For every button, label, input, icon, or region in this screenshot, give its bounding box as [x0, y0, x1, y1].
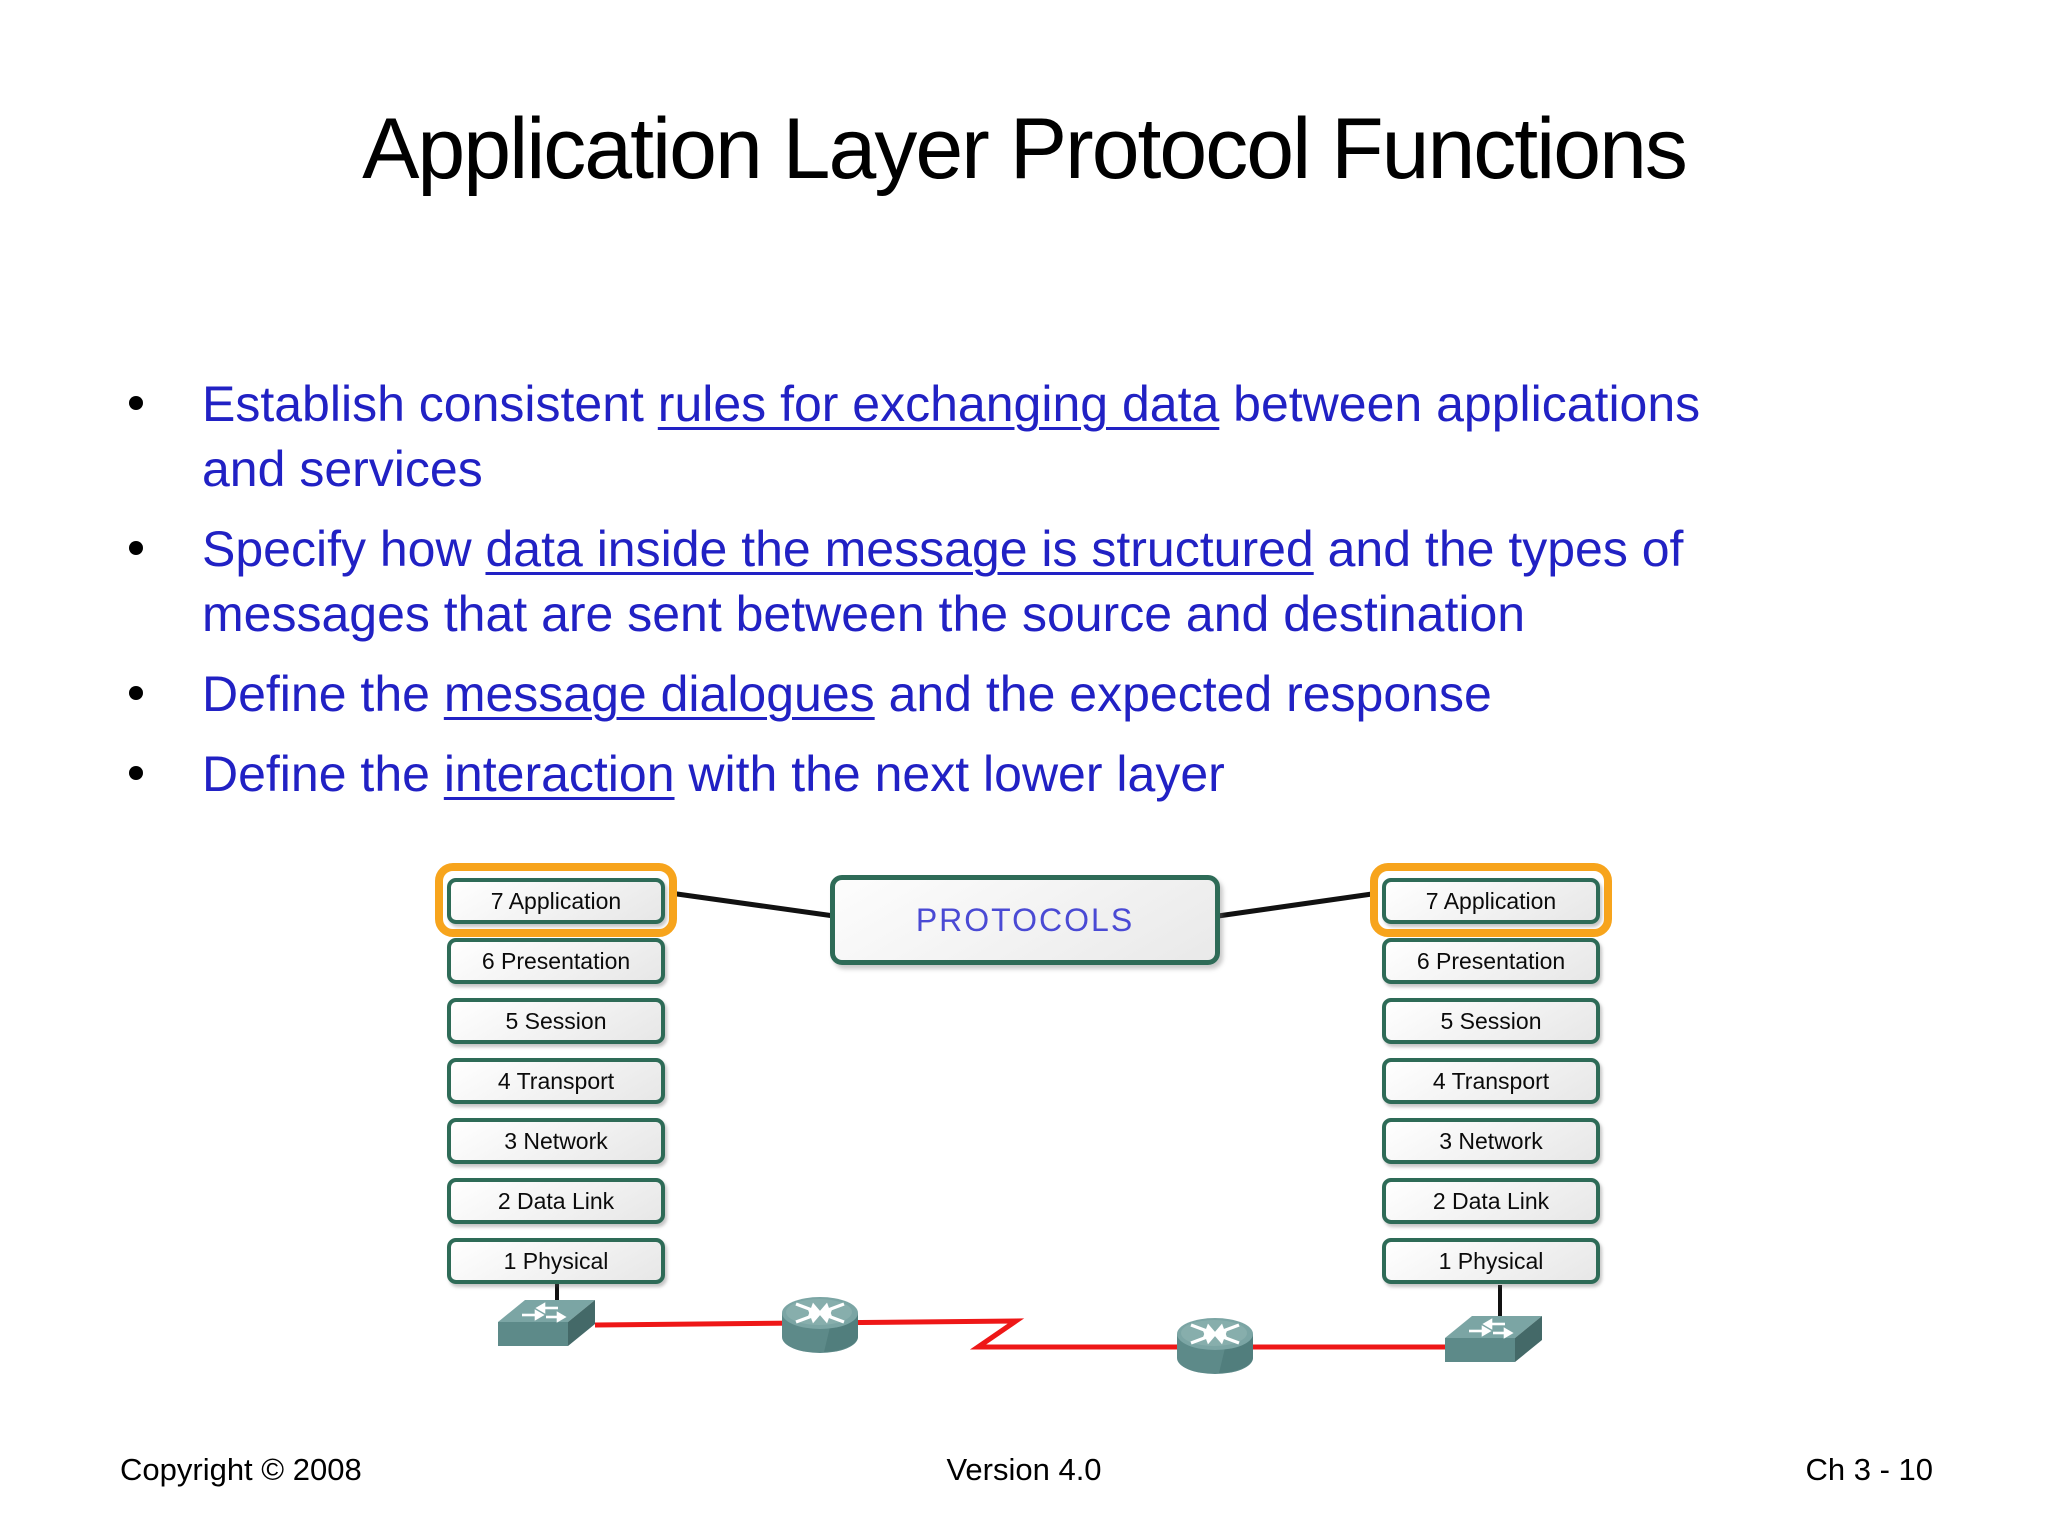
osi-stack-left: 7 Application 6 Presentation 5 Session 4 Tr…: [447, 878, 665, 1284]
bullet-text: between applications and services: [202, 376, 1701, 497]
bullet-item: Establish consistent rules for exchangin…: [127, 372, 1937, 502]
osi-layer-box: 1 Physical: [447, 1238, 665, 1284]
application-layer-highlight: [435, 863, 677, 937]
bullet-item: Define the interaction with the next low…: [127, 742, 1937, 807]
switch-icon: [1443, 1314, 1544, 1364]
underlined-phrase: data inside the message is structured: [485, 521, 1314, 577]
switch-icon: [496, 1298, 597, 1348]
footer-page-number: Ch 3 - 10: [1805, 1452, 1933, 1487]
bullet-text: Define the: [202, 746, 444, 802]
osi-protocols-diagram: 7 Application 6 Presentation 5 Session 4 Tr…: [420, 855, 1650, 1415]
osi-layer-box: 1 Physical: [1382, 1238, 1600, 1284]
bullet-item: Specify how data inside the message is s…: [127, 517, 1937, 647]
footer-copyright: Copyright © 2008: [120, 1452, 362, 1487]
network-link-line: [594, 1318, 1445, 1350]
osi-layer-box: 2 Data Link: [1382, 1178, 1600, 1224]
router-icon: [1175, 1316, 1255, 1376]
connector-line-left: [674, 891, 837, 919]
bullet-list: Establish consistent rules for exchangin…: [127, 372, 1937, 822]
bullet-text: and the types of messages that are sent …: [202, 521, 1684, 642]
osi-layer-box: 4 Transport: [1382, 1058, 1600, 1104]
application-layer-highlight: [1370, 863, 1612, 937]
osi-layer-box: 5 Session: [1382, 998, 1600, 1044]
underlined-phrase: message dialogues: [443, 666, 875, 722]
bullet-text: Specify how: [202, 521, 486, 577]
diagram-graphics: [496, 891, 1544, 1376]
bullet-text: and the expected response: [874, 666, 1492, 722]
osi-layer-box: 2 Data Link: [447, 1178, 665, 1224]
osi-layer-box: 6 Presentation: [447, 938, 665, 984]
osi-layer-box: 4 Transport: [447, 1058, 665, 1104]
bullet-item: Define the message dialogues and the exp…: [127, 662, 1937, 727]
osi-layer-box: 6 Presentation: [1382, 938, 1600, 984]
slide-title: Application Layer Protocol Functions: [362, 101, 1688, 197]
bullet-text: Define the: [202, 666, 444, 722]
footer-version: Version 4.0: [946, 1452, 1102, 1487]
osi-layer-box: 3 Network: [1382, 1118, 1600, 1164]
protocols-label: PROTOCOLS: [915, 901, 1135, 938]
underlined-phrase: interaction: [443, 746, 675, 802]
protocols-box: PROTOCOLS: [830, 875, 1220, 965]
osi-layer-box: 3 Network: [447, 1118, 665, 1164]
router-icon: [780, 1295, 860, 1355]
bullet-text: Establish consistent: [202, 376, 658, 432]
underlined-phrase: rules for exchanging data: [657, 376, 1220, 432]
osi-layer-box: 7 Application: [447, 878, 665, 924]
bullet-text: with the next lower layer: [674, 746, 1225, 802]
osi-stack-right: 7 Application 6 Presentation 5 Session 4 Tr…: [1382, 878, 1600, 1284]
osi-layer-box: 5 Session: [447, 998, 665, 1044]
connector-line-right: [1215, 891, 1375, 919]
osi-layer-box: 7 Application: [1382, 878, 1600, 924]
